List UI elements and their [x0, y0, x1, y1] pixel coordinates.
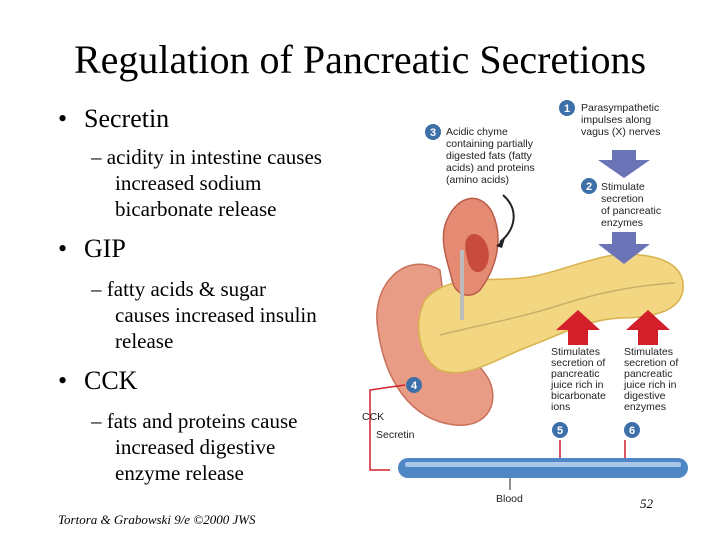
step5-text: Stimulates secretion of pancreatic juice… [550, 346, 609, 413]
sub-line: increased digestive [115, 435, 276, 459]
svg-text:2: 2 [586, 181, 592, 193]
digestive-enzyme-arrow [626, 310, 670, 345]
bullet-label: CCK [84, 366, 138, 395]
pancreatic-duct [439, 282, 676, 336]
page-number: 52 [640, 496, 653, 511]
hormone-path-left [369, 384, 406, 471]
bullet-dot: • [58, 104, 68, 133]
sub-bullet-gip: – fatty acids & sugar causes increased i… [91, 276, 361, 354]
step-badge-1: 1 [559, 100, 575, 116]
sub-line: – acidity in intestine causes [91, 145, 322, 169]
chyme-arrow [499, 194, 515, 243]
citation-footer: Tortora & Grabowski 9/e ©2000 JWS [58, 512, 256, 527]
step6-text: Stimulates secretion of pancreatic juice… [623, 346, 681, 413]
sub-line: enzyme release [115, 461, 244, 485]
sub-bullet-secretin: – acidity in intestine causes increased … [91, 144, 361, 222]
enzyme-arrow [598, 232, 650, 264]
bullet-dot: • [58, 366, 68, 395]
slide-title: Regulation of Pancreatic Secretions [73, 37, 647, 82]
svg-text:6: 6 [629, 425, 635, 437]
bullet-gip: • GIP [58, 234, 126, 264]
step2-text: Stimulate secretion of pancreatic enzyme… [601, 181, 664, 229]
svg-text:4: 4 [411, 380, 418, 392]
sub-line: causes increased insulin [115, 303, 317, 327]
sub-line: release [115, 329, 174, 353]
stomach-inner [465, 234, 489, 273]
step-badge-2: 2 [581, 178, 597, 194]
blood-vessel-highlight [405, 462, 681, 467]
cck-label: CCK [362, 411, 384, 423]
sub-bullet-cck: – fats and proteins cause increased dige… [91, 408, 361, 486]
vagus-arrow [598, 150, 650, 178]
step-badge-5: 5 [552, 422, 568, 438]
bullet-label: GIP [84, 234, 126, 263]
svg-text:5: 5 [557, 425, 563, 437]
bullet-dot: • [58, 234, 68, 263]
blood-vessel [398, 458, 688, 478]
sub-line: – fats and proteins cause [91, 409, 298, 433]
secretin-label: Secretin [376, 429, 415, 441]
step-badge-6: 6 [624, 422, 640, 438]
bullet-secretin: • Secretin [58, 104, 169, 134]
sub-line: – fatty acids & sugar [91, 277, 266, 301]
sub-line: increased sodium [115, 171, 262, 195]
chyme-arrowhead [496, 238, 505, 248]
sub-line: bicarbonate release [115, 197, 277, 221]
step-badge-3: 3 [425, 124, 441, 140]
bicarbonate-arrow [556, 310, 600, 345]
step1-text: Parasympathetic impulses along vagus (X)… [581, 102, 662, 138]
svg-text:3: 3 [430, 127, 436, 139]
svg-text:1: 1 [564, 103, 570, 115]
blood-label: Blood [496, 493, 523, 505]
bullet-cck: • CCK [58, 366, 137, 396]
step3-text: Acidic chyme containing partially digest… [446, 126, 538, 186]
step-badge-4: 4 [406, 377, 422, 393]
bullet-label: Secretin [84, 104, 170, 133]
